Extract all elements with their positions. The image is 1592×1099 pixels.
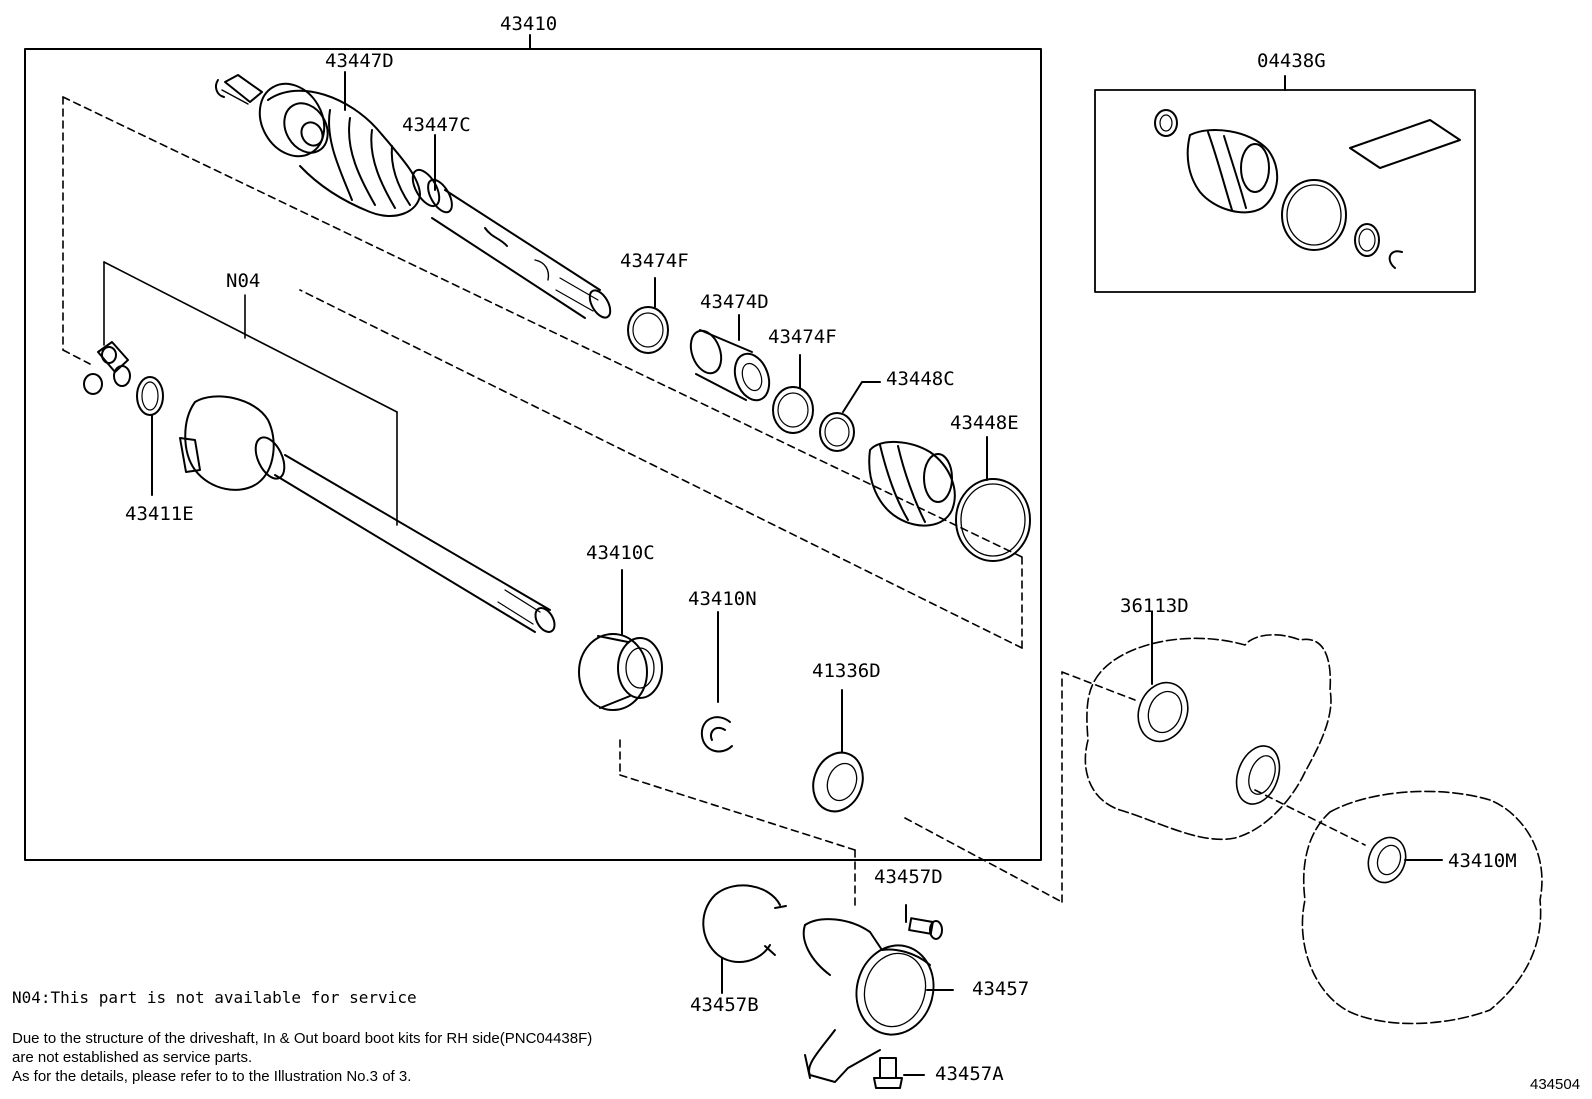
label-36113d: 36113D (1120, 595, 1189, 617)
oil-seal-41336d (812, 689, 864, 813)
label-04438g: 04438G (1257, 50, 1326, 72)
inner-boot (868, 440, 956, 527)
label-43457b: 43457B (690, 994, 759, 1016)
label-43447c: 43447C (402, 114, 471, 136)
assembly-frame (24, 34, 1042, 861)
clamp-43448c (819, 381, 881, 452)
tripod-43411e (83, 341, 164, 496)
label-43410n: 43410N (688, 588, 757, 610)
n04-note: N04:This part is not available for servi… (12, 988, 417, 1007)
label-43448c: 43448C (886, 368, 955, 390)
label-43457: 43457 (972, 978, 1030, 1000)
label-43410m: 43410M (1448, 850, 1517, 872)
dashed-guide (62, 96, 1366, 906)
label-41336d: 41336D (812, 660, 881, 682)
clamp-43474f-a (627, 277, 669, 354)
note-line-3: As for the details, please refer to to t… (12, 1068, 412, 1085)
bracket-43457 (802, 904, 954, 1089)
clamp-43448e (955, 436, 1031, 562)
boot-kit-box (1094, 75, 1476, 293)
outer-cv-joint-shaft (215, 71, 612, 319)
label-43448e: 43448E (950, 412, 1019, 434)
n04-bracket (103, 261, 398, 526)
label-43457d: 43457D (874, 866, 943, 888)
note-line-2: are not established as service parts. (12, 1049, 253, 1066)
label-43474f-b: 43474F (768, 326, 837, 348)
diff-housing (1301, 790, 1543, 1025)
label-43447d: 43447D (325, 50, 394, 72)
label-n04: N04 (226, 270, 261, 292)
label-43410: 43410 (500, 13, 558, 35)
damper-43474d (689, 314, 771, 402)
transfer-housing (1084, 611, 1332, 840)
label-43457a: 43457A (935, 1063, 1004, 1085)
clamp-43474f-b (772, 354, 814, 434)
note-line-1: Due to the structure of the driveshaft, … (12, 1030, 593, 1047)
label-43474d: 43474D (700, 291, 769, 313)
label-43474f-a: 43474F (620, 250, 689, 272)
snap-ring-43457b (702, 884, 787, 994)
inner-joint-shaft (179, 395, 556, 633)
label-43410c: 43410C (586, 542, 655, 564)
label-43411e: 43411E (125, 503, 194, 525)
snap-ring-43410n (700, 611, 733, 753)
bearing-43410c (578, 569, 663, 711)
figure-number: 434504 (1530, 1076, 1581, 1093)
